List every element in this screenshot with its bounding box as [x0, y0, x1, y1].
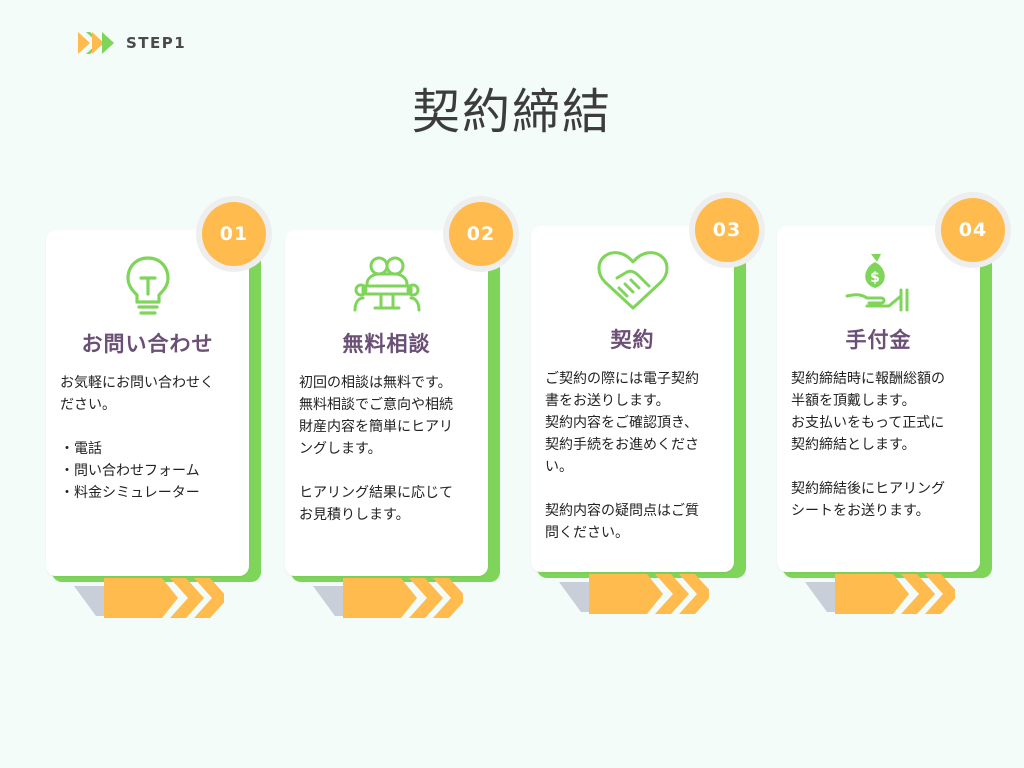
chevrons-logo-icon [78, 32, 114, 54]
logo-text: STEP1 [126, 34, 187, 52]
text-line: お支払いをもって正式に [791, 415, 945, 431]
step-badge: 02 [443, 196, 519, 272]
text-line: い。 [545, 459, 573, 475]
step-number: 04 [941, 198, 1005, 262]
card-text: お気軽にお問い合わせく ださい。 ・電話 ・問い合わせフォーム ・料金シミュレー… [60, 372, 245, 504]
text-line: 契約締結時に報酬総額の [791, 371, 945, 387]
handshake-heart-icon [531, 248, 734, 316]
text-line: ご契約の際には電子契約 [545, 371, 699, 387]
money-hand-icon: $ [777, 248, 980, 316]
text-line: 問ください。 [545, 525, 629, 541]
list-item: ・問い合わせフォーム [60, 463, 200, 479]
text-line: シートをお送ります。 [791, 503, 930, 519]
list-item: ・電話 [60, 441, 102, 457]
text-line: 契約手続をお進めくださ [545, 437, 699, 453]
step-number: 01 [202, 202, 266, 266]
card-body-panel: 無料相談 初回の相談は無料です。 無料相談でご意向や相続 財産内容を簡単にヒアリ… [285, 230, 488, 576]
step-badge: 01 [196, 196, 272, 272]
text-line: 契約締結とします。 [791, 437, 916, 453]
text-line: 初回の相談は無料です。 [299, 375, 452, 391]
card-text: ご契約の際には電子契約 書をお送りします。 契約内容をご確認頂き、 契約手続をお… [545, 368, 730, 544]
step-card-1: お問い合わせ お気軽にお問い合わせく ださい。 ・電話 ・問い合わせフォーム ・… [46, 196, 272, 630]
text-line: 契約内容の疑問点はご質 [545, 503, 699, 519]
next-arrow-icon [805, 574, 955, 614]
text-line: 契約内容をご確認頂き、 [545, 415, 699, 431]
card-text: 契約締結時に報酬総額の 半額を頂戴します。 お支払いをもって正式に 契約締結とし… [791, 368, 976, 522]
page-title: 契約締結 [411, 84, 612, 140]
next-arrow-icon [313, 578, 463, 618]
step-number: 03 [695, 198, 759, 262]
text-line: ださい。 [60, 397, 116, 413]
logo: STEP1 [78, 30, 186, 56]
step-badge: 04 [935, 192, 1011, 268]
card-title: 契約 [610, 328, 655, 352]
step-badge: 03 [689, 192, 765, 268]
text-line: ヒアリング結果に応じて [299, 485, 453, 501]
text-line: お見積りします。 [299, 507, 410, 523]
step-card-2: 無料相談 初回の相談は無料です。 無料相談でご意向や相続 財産内容を簡単にヒアリ… [285, 196, 519, 630]
card-title: 手付金 [845, 328, 912, 352]
svg-text:$: $ [870, 270, 880, 286]
step-number: 02 [449, 202, 513, 266]
text-line: 無料相談でご意向や相続 [299, 397, 453, 413]
text-line: 契約締結後にヒアリング [791, 481, 945, 497]
step-card-3: 契約 ご契約の際には電子契約 書をお送りします。 契約内容をご確認頂き、 契約手… [531, 192, 765, 626]
list-item: ・料金シミュレーター [60, 485, 200, 501]
text-line: ングします。 [299, 441, 382, 457]
text-line: 財産内容を簡単にヒアリ [299, 419, 453, 435]
next-arrow-icon [74, 578, 224, 618]
step-card-4: $ 手付金 契約締結時に報酬総額の 半額を頂戴します。 お支払いをもって正式に … [777, 192, 1011, 626]
meeting-icon [285, 252, 488, 320]
text-line: お気軽にお問い合わせく [60, 375, 214, 391]
text-line: 半額を頂戴します。 [791, 393, 916, 409]
card-text: 初回の相談は無料です。 無料相談でご意向や相続 財産内容を簡単にヒアリ ングしま… [299, 372, 484, 526]
text-line: 書をお送りします。 [545, 393, 670, 409]
lightbulb-icon [46, 252, 249, 320]
card-title: お問い合わせ [81, 332, 214, 356]
card-body-panel: 契約 ご契約の際には電子契約 書をお送りします。 契約内容をご確認頂き、 契約手… [531, 226, 734, 572]
card-body-panel: $ 手付金 契約締結時に報酬総額の 半額を頂戴します。 お支払いをもって正式に … [777, 226, 980, 572]
next-arrow-icon [559, 574, 709, 614]
card-title: 無料相談 [342, 332, 431, 356]
card-body-panel: お問い合わせ お気軽にお問い合わせく ださい。 ・電話 ・問い合わせフォーム ・… [46, 230, 249, 576]
